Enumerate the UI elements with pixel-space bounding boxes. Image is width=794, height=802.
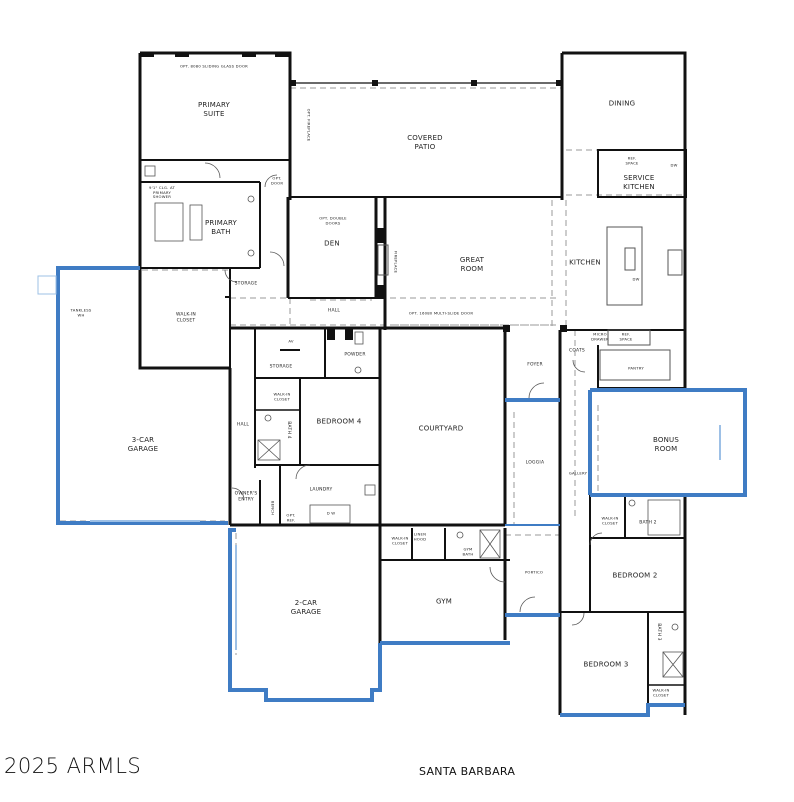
annotation-opt-double-doors: OPT. DOUBLE DOORS [319, 215, 347, 225]
room-bedroom-2: BEDROOM 2 [612, 571, 658, 580]
room-portico: PORTICO [524, 569, 544, 575]
annotation-opt-multi-slide-door: OPT. 16080 MULTI-SLIDE DOOR [408, 310, 474, 316]
dining-kitchen-walls [560, 51, 687, 390]
room-owners-entry: OWNER'S ENTRY [234, 491, 258, 503]
annotation-fireplace: FIREPLACE [393, 250, 399, 274]
patio-walls [290, 53, 563, 198]
hall-blocks [327, 325, 567, 340]
room-courtyard: COURTYARD [418, 424, 464, 433]
room-dining: DINING [608, 99, 636, 108]
room-pantry: PANTRY [628, 365, 644, 371]
room-walk-in-closet-bed2: WALK-IN CLOSET [601, 515, 619, 525]
room-bonus-room: BONUS ROOM [653, 436, 679, 453]
room-loggia: LOGGIA [525, 460, 545, 466]
room-av: AV [288, 338, 294, 344]
room-service-kitchen: SERVICE KITCHEN [623, 174, 655, 191]
room-three-car-garage: 3-CAR GARAGE [127, 436, 159, 453]
annotation-ref-space-kitchen: REF. SPACE [619, 331, 633, 341]
annotation-opt-sliding-glass-door: OPT. 8080 SLIDING GLASS DOOR [179, 63, 249, 69]
room-tankless-wh: TANKLESS WH [70, 307, 92, 317]
annotation-washer-dryer: D W [326, 510, 336, 516]
room-bath-3: BATH 3 [655, 623, 661, 641]
room-opt-ref: OPT. REF. [286, 512, 296, 522]
room-primary-suite: PRIMARY SUITE [197, 101, 231, 118]
annotation-opt-fireplace: OPT. FIREPLACE [306, 108, 312, 142]
room-walk-in-closet-bed3: WALK-IN CLOSET [652, 687, 670, 697]
room-storage-top: STORAGE [234, 281, 258, 287]
room-walk-in-closet-bed4: WALK-IN CLOSET [273, 391, 291, 401]
annotation-dw-service: DW [670, 162, 678, 168]
door-swings [204, 162, 603, 626]
room-kitchen: KITCHEN [569, 258, 601, 267]
annotation-opt-door: OPT. DOOR [270, 175, 284, 185]
blue-windows [37, 275, 721, 650]
room-great-room: GREAT ROOM [459, 256, 485, 273]
room-covered-patio: COVERED PATIO [407, 134, 443, 151]
annotation-clg-primary-shower: 9'1" CLG. AT PRIMARY SHOWER [149, 185, 175, 200]
room-hall-top: HALL [327, 308, 341, 314]
room-primary-bath: PRIMARY BATH [204, 219, 238, 236]
room-den: DEN [324, 239, 340, 248]
plan-title: SANTA BARBARA [419, 765, 516, 778]
den-greatroom-walls [286, 197, 387, 330]
room-gym: GYM [436, 597, 452, 606]
patio-posts [140, 52, 562, 86]
room-powder: POWDER [344, 352, 366, 358]
room-bench: BENCH [270, 500, 276, 516]
room-laundry: LAUNDRY [309, 487, 333, 493]
gym-walls [380, 528, 510, 640]
room-coats: COATS [569, 348, 585, 354]
room-bedroom-3: BEDROOM 3 [583, 660, 629, 669]
room-two-car-garage: 2-CAR GARAGE [290, 599, 322, 616]
room-bath-4: BATH 4 [285, 421, 291, 439]
kitchen-island [599, 226, 683, 381]
annotation-ref-space-service: REF. SPACE [625, 155, 639, 165]
fireplace [377, 244, 389, 276]
room-bath-2: BATH 2 [639, 520, 657, 526]
room-gallery: GALLERY [568, 470, 588, 476]
room-storage-mid: STORAGE [269, 364, 293, 370]
room-foyer: FOYER [527, 362, 543, 368]
annotation-linen: LINEN HOOD [413, 531, 427, 541]
copyright-watermark: 2025 ARMLS [4, 754, 142, 778]
room-walk-in-closet-gym: WALK-IN CLOSET [391, 535, 409, 545]
annotation-dw-kitchen: DW [632, 276, 640, 282]
bath-fixtures [144, 165, 684, 678]
center-walls [228, 326, 507, 650]
interior-dashed-lines [60, 87, 686, 655]
room-hall-side: HALL [236, 422, 250, 428]
room-bedroom-4: BEDROOM 4 [316, 417, 362, 426]
room-gym-bath: GYM BATH [462, 546, 474, 556]
optional-blue-walls [56, 266, 747, 717]
annotation-micro-drawer: MICRO DRAWER [591, 331, 609, 341]
room-walk-in-closet-primary: WALK-IN CLOSET [176, 312, 196, 324]
